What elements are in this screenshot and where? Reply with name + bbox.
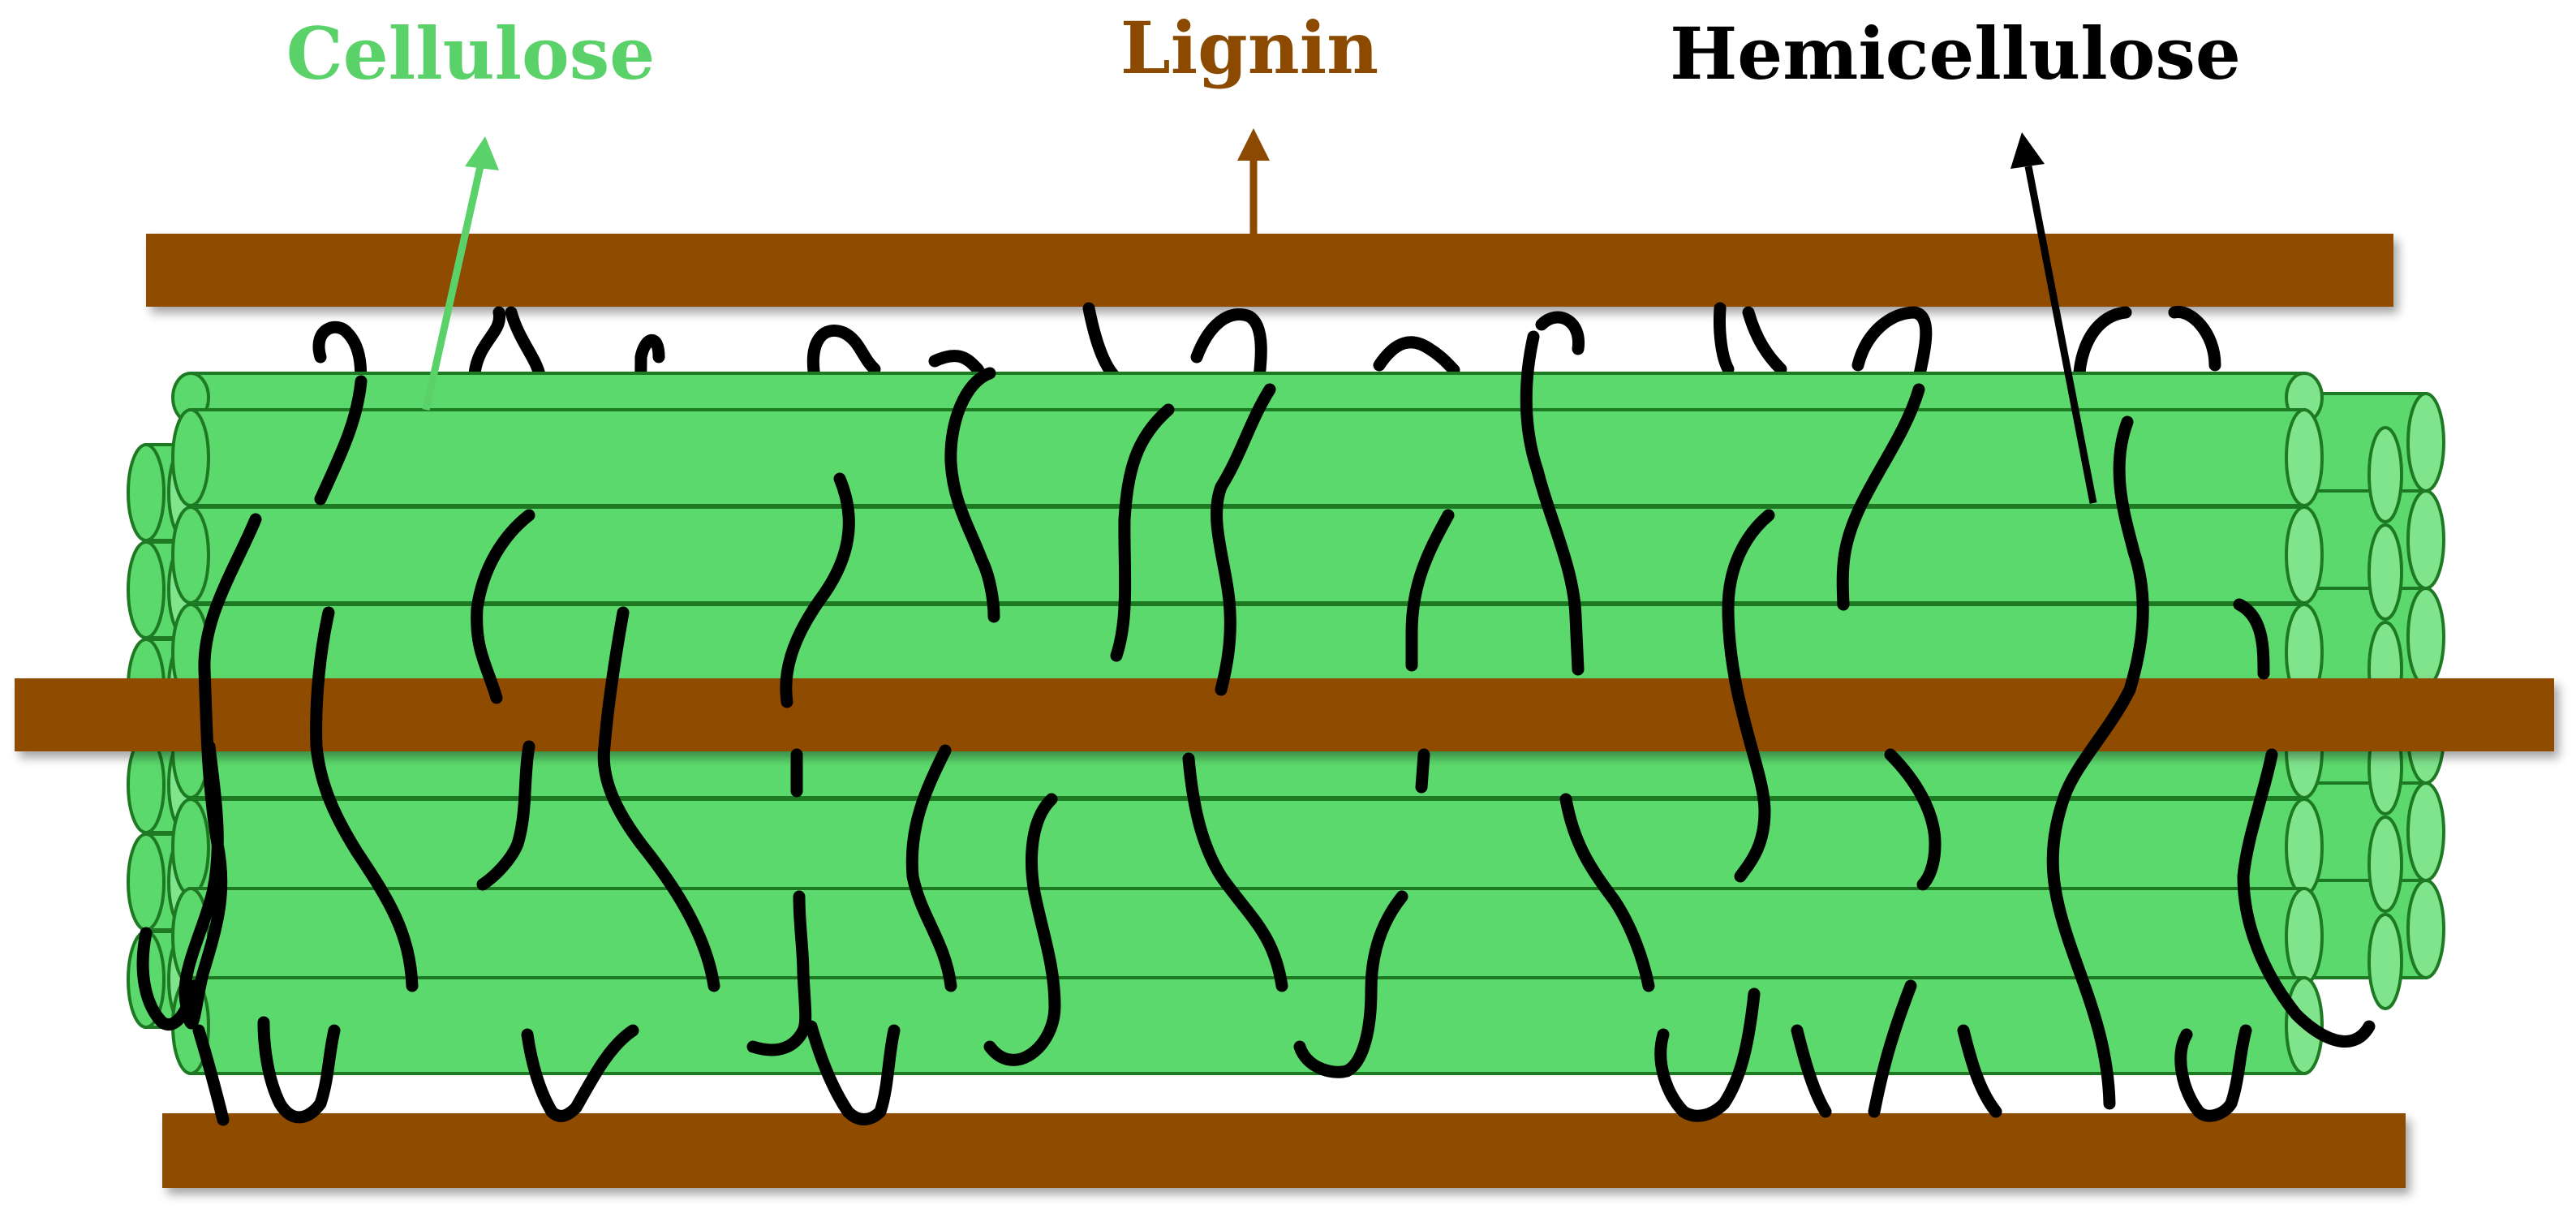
cellulose-cylinder-2: [171, 506, 2324, 605]
hemicellulose-strand-33: [1868, 979, 1917, 1118]
hemicellulose-strand-21: [1722, 509, 1775, 883]
cellulose-arrow: [422, 136, 499, 411]
cellulose-fibre-bundle: [127, 372, 2445, 1075]
hemicellulose-strand-23: [1884, 748, 1942, 891]
hemicellulose-strand-14: [1211, 383, 1276, 696]
hemicellulose-strand-28: [257, 1016, 341, 1124]
hemicellulose-strand-26: [2237, 748, 2376, 1048]
hemicellulose-strand-13: [1110, 403, 1175, 662]
hemicellulose-strand-back-10: [1714, 302, 1735, 376]
hemicellulose-strand-19: [1520, 330, 1585, 676]
lignin-bar-middle: [15, 678, 2554, 751]
hemicellulose-strand-back-9: [1535, 311, 1585, 355]
hemicellulose-strand-29: [521, 1024, 639, 1122]
hemicellulose-strand-35: [2174, 1024, 2252, 1122]
hemicellulose-strand-11: [905, 744, 957, 992]
hemicellulose-strand-5: [476, 740, 535, 891]
hemicellulose-strand-9: [746, 890, 812, 1056]
lignin-label: Lignin: [1120, 6, 1378, 90]
hemicellulose-strand-12: [983, 793, 1061, 1066]
cellulose-end-cap-0: [2367, 426, 2403, 523]
hemicellulose-strand-back-13: [2168, 306, 2221, 372]
hemicellulose-strand-back-12: [1851, 306, 1933, 396]
cellulose-end-cap-4: [2367, 815, 2403, 913]
hemicellulose-strand-27: [192, 1024, 230, 1126]
cellulose-end-cap-5: [2367, 913, 2403, 1010]
hemicellulose-strand-34: [1957, 1024, 2002, 1118]
cellulose-cylinder-5: [171, 798, 2324, 897]
hemicellulose-strand-7: [780, 472, 855, 708]
lignin-arrow: [1237, 128, 1270, 234]
hemicellulose-strand-24: [2046, 415, 2149, 1110]
hemicellulose-arrow: [2010, 132, 2097, 504]
hemicellulose-strand-6: [597, 606, 720, 992]
hemicellulose-strand-back-1: [468, 306, 505, 380]
lignin-bar-top: [146, 234, 2393, 307]
hemicellulose-strand-back-6: [1082, 302, 1122, 384]
hemicellulose-strand-back-8: [1373, 336, 1460, 376]
hemicellulose-strand-31: [1654, 987, 1761, 1122]
hemicellulose-strands-front: [136, 330, 2376, 1126]
hemicellulose-strand-10: [944, 367, 1000, 623]
hemicellulose-strand-15: [1182, 752, 1288, 992]
hemicellulose-strand-17: [1405, 509, 1455, 672]
hemicellulose-strand-2: [136, 927, 201, 1031]
hemicellulose-strand-32: [1791, 1024, 1832, 1118]
hemicellulose-strand-30: [805, 1020, 901, 1125]
hemicellulose-strand-22: [1836, 383, 1925, 611]
hemicellulose-strand-3: [471, 509, 535, 704]
hemicellulose-label: Hemicellulose: [1670, 11, 2241, 96]
hemicellulose-strand-16: [1293, 890, 1408, 1078]
hemicellulose-strand-4: [310, 606, 419, 992]
cellulose-label: Cellulose: [286, 11, 656, 96]
hemicellulose-strand-1: [178, 513, 262, 1030]
hemicellulose-strand-25: [2233, 598, 2270, 680]
cellulose-cylinder-7: [171, 976, 2324, 1075]
hemicellulose-strand-back-2: [505, 306, 546, 381]
hemicellulose-strand-back-4: [806, 325, 881, 388]
hemicellulose-strand-18: [1415, 748, 1430, 794]
hemicellulose-strand-20: [1559, 793, 1655, 992]
hemicellulose-strand-0: [314, 375, 368, 506]
hemicellulose-strand-back-11: [1742, 306, 1787, 376]
hemicellulose-strands-back: [312, 302, 2221, 506]
lignin-bar-bottom: [162, 1113, 2406, 1188]
cellulose-end-cap-1: [2367, 523, 2403, 621]
